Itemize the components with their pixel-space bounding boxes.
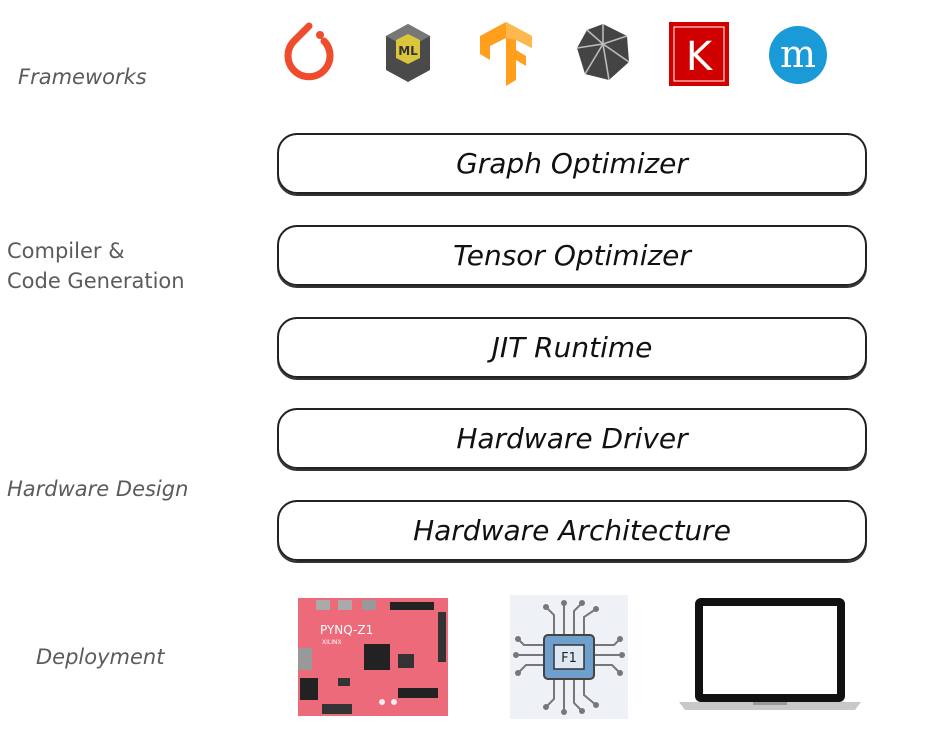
keras-text: K <box>686 34 714 80</box>
onnx-icon <box>576 24 630 81</box>
deployment-label: Deployment <box>36 645 165 669</box>
hardware-driver-box: Hardware Driver <box>277 408 867 469</box>
frameworks-label: Frameworks <box>18 65 147 89</box>
compiler-label-line1: Compiler & <box>7 239 125 263</box>
tensor-optimizer-box: Tensor Optimizer <box>277 225 867 286</box>
chip-label-text: F1 <box>561 651 577 666</box>
coreml-icon: ML <box>386 24 430 82</box>
compiler-label: Compiler & Code Generation <box>7 236 185 296</box>
f1-chip-image: F1 <box>510 595 628 719</box>
pytorch-icon <box>284 22 334 81</box>
board-vendor-text: XILINX <box>322 639 342 646</box>
keras-icon: K <box>669 22 729 86</box>
coreml-text: ML <box>398 44 418 58</box>
mxnet-text: m <box>780 32 816 76</box>
hardware-architecture-box: Hardware Architecture <box>277 500 867 561</box>
jit-runtime-box: JIT Runtime <box>277 317 867 378</box>
board-name-text: PYNQ-Z1 <box>320 623 373 637</box>
mxnet-icon: m <box>769 26 827 84</box>
compiler-label-line2: Code Generation <box>7 269 185 293</box>
hardware-design-label: Hardware Design <box>7 477 189 501</box>
graph-optimizer-box: Graph Optimizer <box>277 133 867 194</box>
laptop-image <box>679 598 861 710</box>
pynq-board-image: PYNQ-Z1 XILINX <box>298 598 448 716</box>
tensorflow-icon <box>480 22 532 86</box>
